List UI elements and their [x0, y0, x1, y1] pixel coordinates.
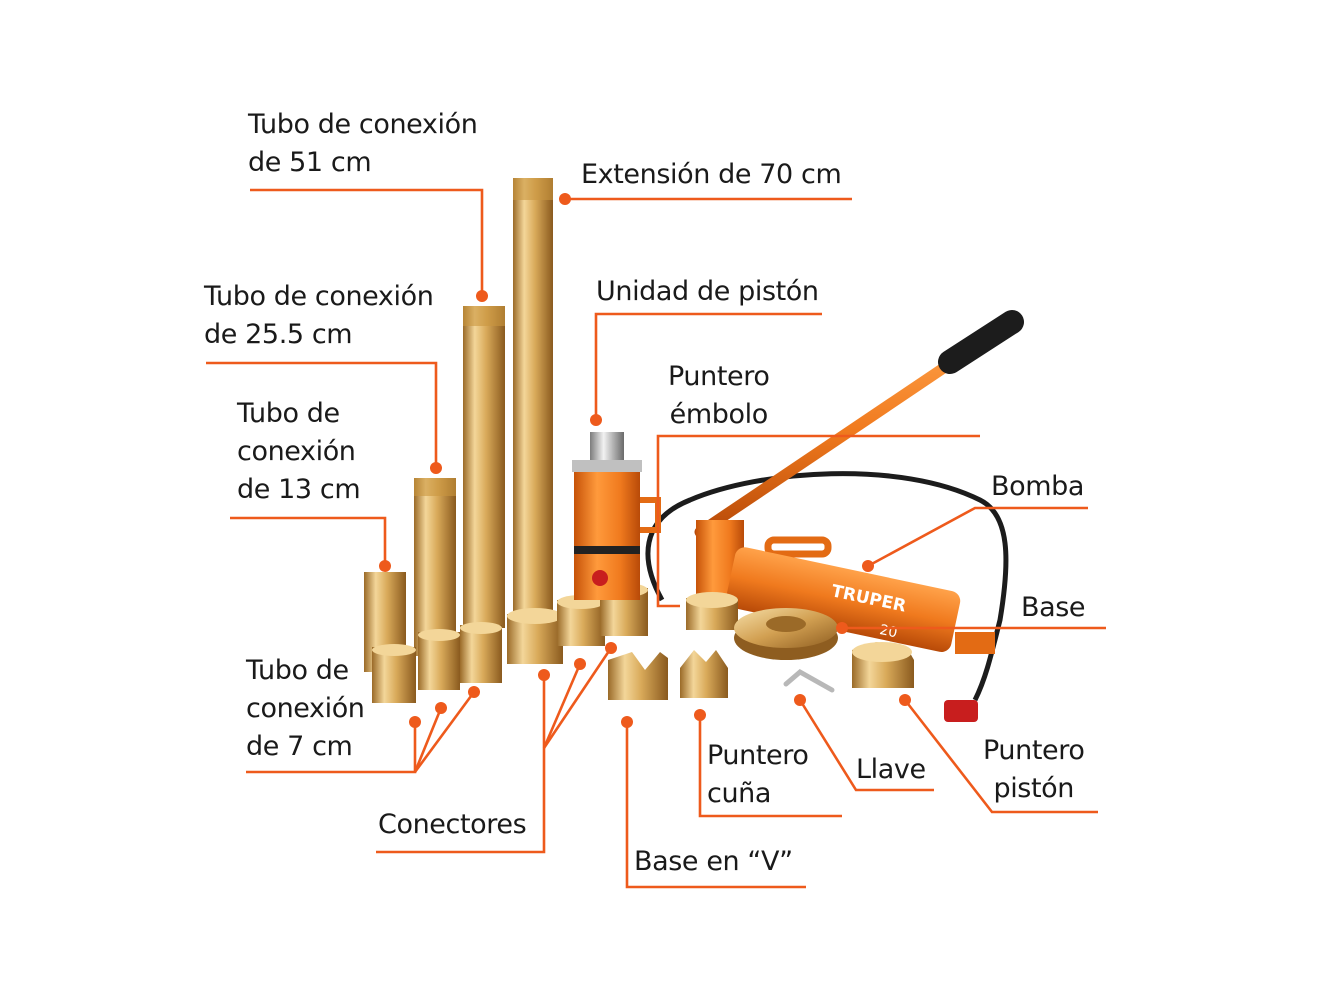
wedge-tip-part [680, 650, 728, 698]
allen-wrench-part [783, 668, 835, 693]
label-line: Tubo de conexión [204, 281, 434, 312]
label-line: Base en “V” [634, 846, 793, 877]
label-line: conexión [246, 693, 365, 724]
tube-7cm-parts [372, 622, 502, 703]
label-extension-70cm: Extensión de 70 cm [581, 156, 842, 194]
leader-lines [206, 188, 1106, 889]
label-line: Base [1021, 592, 1086, 623]
label-piston-tip: Puntero pistón [983, 732, 1085, 808]
label-connectors: Conectores [378, 806, 527, 844]
label-line: Llave [856, 754, 926, 785]
label-tube-25-5cm: Tubo de conexión de 25.5 cm [204, 278, 434, 354]
label-line: Puntero [668, 361, 770, 392]
label-tube-13cm: Tubo de conexión de 13 cm [237, 395, 361, 509]
label-plunger-tip: Puntero émbolo [668, 358, 770, 434]
label-tube-51cm: Tubo de conexión de 51 cm [248, 106, 478, 182]
label-tube-7cm: Tubo de conexión de 7 cm [246, 652, 365, 766]
label-line: de 51 cm [248, 147, 372, 178]
label-line: Unidad de pistón [596, 276, 819, 307]
label-line: de 7 cm [246, 731, 353, 762]
label-wrench: Llave [856, 751, 926, 789]
label-line: émbolo [669, 399, 769, 430]
tube-25-5cm-part [414, 478, 456, 656]
label-line: Puntero [707, 740, 809, 771]
label-line: Extensión de 70 cm [581, 159, 842, 190]
label-line: Tubo de [246, 655, 349, 686]
label-line: de 25.5 cm [204, 319, 353, 350]
v-base-part [608, 652, 668, 700]
label-base: Base [1021, 589, 1086, 627]
label-piston-unit: Unidad de pistón [596, 273, 819, 311]
label-wedge-tip: Puntero cuña [707, 737, 809, 813]
hydraulic-pump-part: TRUPER 20 [694, 310, 1024, 722]
tube-51cm-part [463, 306, 505, 628]
label-line: de 13 cm [237, 474, 361, 505]
hydraulic-hose [645, 471, 1009, 702]
label-line: Tubo de conexión [248, 109, 478, 140]
label-line: Puntero [983, 735, 1085, 766]
label-line: conexión [237, 436, 356, 467]
label-pump: Bomba [991, 468, 1084, 506]
extension-70cm-part [513, 178, 553, 618]
label-line: cuña [707, 778, 772, 809]
label-line: Conectores [378, 809, 527, 840]
round-base-part [734, 608, 838, 660]
label-line: Tubo de [237, 398, 340, 429]
plunger-tip-part [686, 592, 738, 630]
label-line: Bomba [991, 471, 1085, 502]
piston-tip-part [852, 642, 914, 688]
piston-unit-part [572, 432, 661, 600]
label-v-base: Base en “V” [634, 843, 793, 881]
label-line: pistón [993, 773, 1074, 804]
